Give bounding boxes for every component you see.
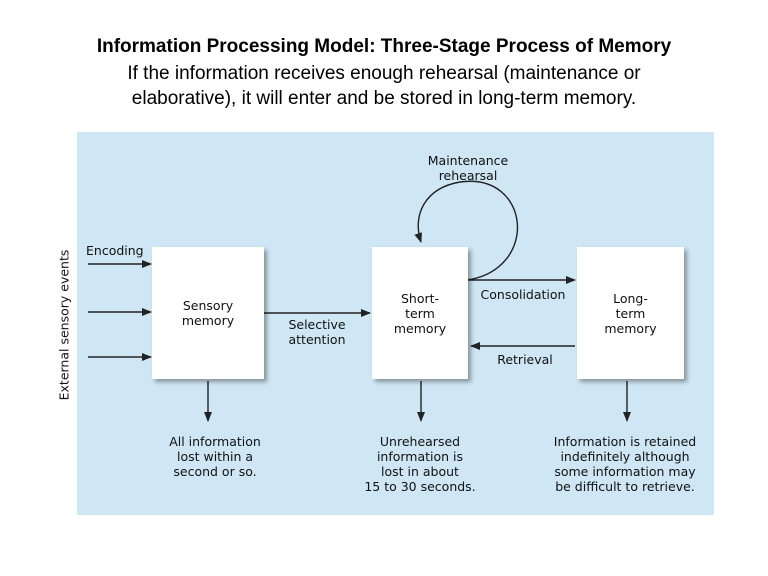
short-term-note-line-2: information is [376, 449, 464, 464]
encoding-label: Encoding [86, 243, 144, 258]
maintenance-line-2: rehearsal [438, 168, 498, 183]
sensory-memory-line-2: memory [181, 313, 235, 328]
maintenance-rehearsal-label: Maintenance rehearsal [408, 153, 528, 183]
sensory-note-line-2: lost within a [176, 449, 254, 464]
long-term-note-line-4: be difficult to retrieve. [555, 479, 695, 494]
long-term-note-line-3: some information may [554, 464, 696, 479]
short-term-memory-box [372, 247, 468, 379]
sensory-note-line-3: second or so. [173, 464, 257, 479]
short-term-memory-label: Short- term memory [372, 291, 468, 336]
sensory-memory-label: Sensory memory [152, 298, 264, 328]
short-term-line-1: Short- [400, 291, 440, 306]
page-title: Information Processing Model: Three-Stag… [96, 36, 672, 57]
short-term-note: Unrehearsed information is lost in about… [340, 434, 500, 494]
long-term-line-3: memory [604, 321, 657, 336]
long-term-line-1: Long- [613, 291, 648, 306]
short-term-line-3: memory [393, 321, 447, 336]
selective-line-2: attention [288, 332, 346, 347]
long-term-note-line-1: Information is retained [553, 434, 697, 449]
long-term-memory-box [577, 247, 684, 379]
subtitle-line-2: elaborative), it will enter and be store… [131, 88, 637, 109]
selective-attention-label: Selective attention [270, 317, 364, 347]
short-term-note-line-3: lost in about [381, 464, 459, 479]
short-term-line-2: term [405, 306, 435, 321]
external-sensory-events-label: External sensory events [56, 249, 72, 401]
retrieval-label: Retrieval [497, 352, 553, 367]
maintenance-line-1: Maintenance [427, 153, 509, 168]
long-term-memory-label: Long- term memory [577, 291, 684, 336]
short-term-note-line-4: 15 to 30 seconds. [364, 479, 476, 494]
long-term-note: Information is retained indefinitely alt… [535, 434, 715, 494]
consolidation-label: Consolidation [480, 287, 566, 302]
page-subtitle: If the information receives enough rehea… [0, 61, 768, 111]
long-term-note-line-2: indefinitely although [560, 449, 690, 464]
sensory-note: All information lost within a second or … [140, 434, 290, 479]
sensory-memory-line-1: Sensory [182, 298, 234, 313]
maintenance-loop-arrow [414, 180, 518, 281]
selective-line-1: Selective [288, 317, 346, 332]
short-term-note-line-1: Unrehearsed [379, 434, 461, 449]
sensory-memory-box [152, 247, 264, 379]
sensory-note-line-1: All information [169, 434, 261, 449]
subtitle-line-1: If the information receives enough rehea… [127, 63, 641, 84]
long-term-line-2: term [615, 306, 646, 321]
